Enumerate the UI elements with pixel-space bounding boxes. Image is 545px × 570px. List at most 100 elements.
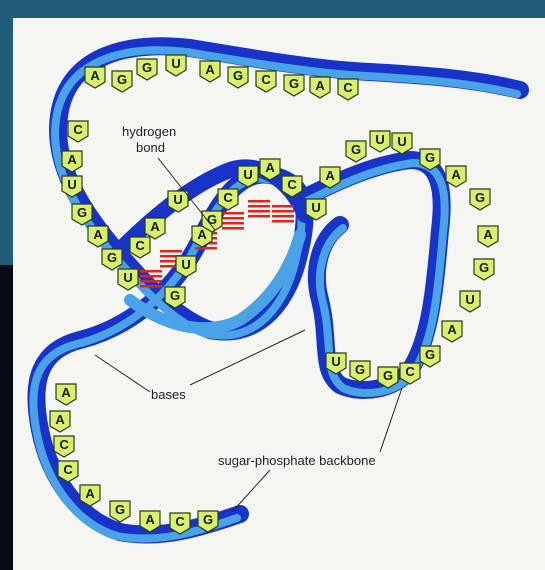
base-letter: G <box>142 60 152 75</box>
base-letter: U <box>397 134 406 149</box>
base-letter: A <box>150 219 160 234</box>
base-tag: C <box>54 436 74 457</box>
base-letter: G <box>289 76 299 91</box>
hydrogen-bond-stripe <box>140 285 162 288</box>
base-letter: A <box>93 227 103 242</box>
base-letter: C <box>261 72 271 87</box>
base-letter: A <box>447 322 457 337</box>
base-letter: A <box>55 412 65 427</box>
base-letter: C <box>223 190 233 205</box>
base-tag: C <box>68 121 88 142</box>
label-hydrogen-line1: hydrogen <box>122 124 176 139</box>
base-letter: U <box>465 292 474 307</box>
base-tag: G <box>346 141 366 162</box>
base-tag: G <box>350 361 370 382</box>
base-letter: A <box>451 167 461 182</box>
base-letter: A <box>61 385 71 400</box>
hydrogen-bond-stripe <box>222 212 244 215</box>
hydrogen-bond-stripe <box>222 217 244 220</box>
hydrogen-bond-stripe <box>272 205 294 208</box>
base-letter: U <box>375 132 384 147</box>
base-letter: U <box>123 270 132 285</box>
base-letter: G <box>425 150 435 165</box>
bases-pointer-line-1 <box>95 355 150 392</box>
base-letter: G <box>479 260 489 275</box>
base-tag: A <box>200 61 220 82</box>
label-backbone: sugar-phosphate backbone <box>218 453 376 468</box>
base-tag: G <box>110 501 130 522</box>
base-letter: G <box>351 142 361 157</box>
base-letter: C <box>135 238 145 253</box>
base-letter: G <box>233 68 243 83</box>
hydrogen-bond-stripe <box>140 275 162 278</box>
base-letter: G <box>107 250 117 265</box>
base-tag: G <box>112 71 132 92</box>
base-letter: A <box>145 512 155 527</box>
base-tag: C <box>130 237 150 258</box>
base-tag: A <box>478 226 498 247</box>
base-tag: A <box>446 166 466 187</box>
base-letter: U <box>311 200 320 215</box>
base-tag: G <box>284 75 304 96</box>
base-letter: C <box>59 437 69 452</box>
hydrogen-bond-stripe <box>272 215 294 218</box>
base-tag: U <box>460 291 480 312</box>
backbone-pointer-line-1 <box>232 470 270 512</box>
base-letter: A <box>67 152 77 167</box>
base-letter: G <box>115 502 125 517</box>
base-letter: U <box>171 56 180 71</box>
base-letter: U <box>243 167 252 182</box>
base-letter: G <box>170 288 180 303</box>
base-letter: C <box>287 177 297 192</box>
base-tag: A <box>50 411 70 432</box>
base-letter: G <box>383 368 393 383</box>
hydrogen-bond-stripe <box>140 270 162 273</box>
base-tag: A <box>310 77 330 98</box>
base-tag: A <box>85 67 105 88</box>
hydrogen-bond-stripe <box>160 250 182 253</box>
base-letter: U <box>331 354 340 369</box>
base-tag: C <box>338 79 358 100</box>
base-letter: A <box>197 227 207 242</box>
base-letter: A <box>205 62 215 77</box>
base-tag: U <box>392 133 412 154</box>
base-letter: G <box>475 190 485 205</box>
base-tag: U <box>166 55 186 76</box>
base-tag: A <box>442 321 462 342</box>
base-letter: A <box>85 486 95 501</box>
hydrogen-bond-stripe <box>272 210 294 213</box>
base-letter: G <box>207 212 217 227</box>
base-letter: G <box>77 205 87 220</box>
base-tag: U <box>118 269 138 290</box>
base-letter: C <box>343 80 353 95</box>
base-tag: G <box>470 189 490 210</box>
base-tag: U <box>370 131 390 152</box>
base-letter: A <box>90 68 100 83</box>
base-tag: G <box>137 59 157 80</box>
hydrogen-bond-stripe <box>248 205 270 208</box>
base-letter: G <box>203 512 213 527</box>
base-letter: U <box>173 192 182 207</box>
base-letter: C <box>405 364 415 379</box>
base-letter: A <box>315 78 325 93</box>
base-tag: C <box>256 71 276 92</box>
hydrogen-bond-stripe <box>248 210 270 213</box>
base-letter: C <box>63 462 73 477</box>
base-letter: A <box>265 160 275 175</box>
base-tag: G <box>474 259 494 280</box>
hydrogen-bond-stripe <box>222 227 244 230</box>
base-tag: G <box>228 67 248 88</box>
base-letter: G <box>355 362 365 377</box>
label-hydrogen-line2: bond <box>136 140 165 155</box>
base-letter: A <box>325 168 335 183</box>
hydrogen-bond-stripe <box>140 280 162 283</box>
base-tag: A <box>56 384 76 405</box>
base-letter: A <box>483 227 493 242</box>
hydrogen-bond-stripe <box>272 220 294 223</box>
backbone-pointer-line-2 <box>380 388 402 452</box>
base-letter: G <box>117 72 127 87</box>
base-tag: A <box>145 218 165 239</box>
base-letter: G <box>425 347 435 362</box>
hydrogen-bond-stripe <box>195 247 217 250</box>
